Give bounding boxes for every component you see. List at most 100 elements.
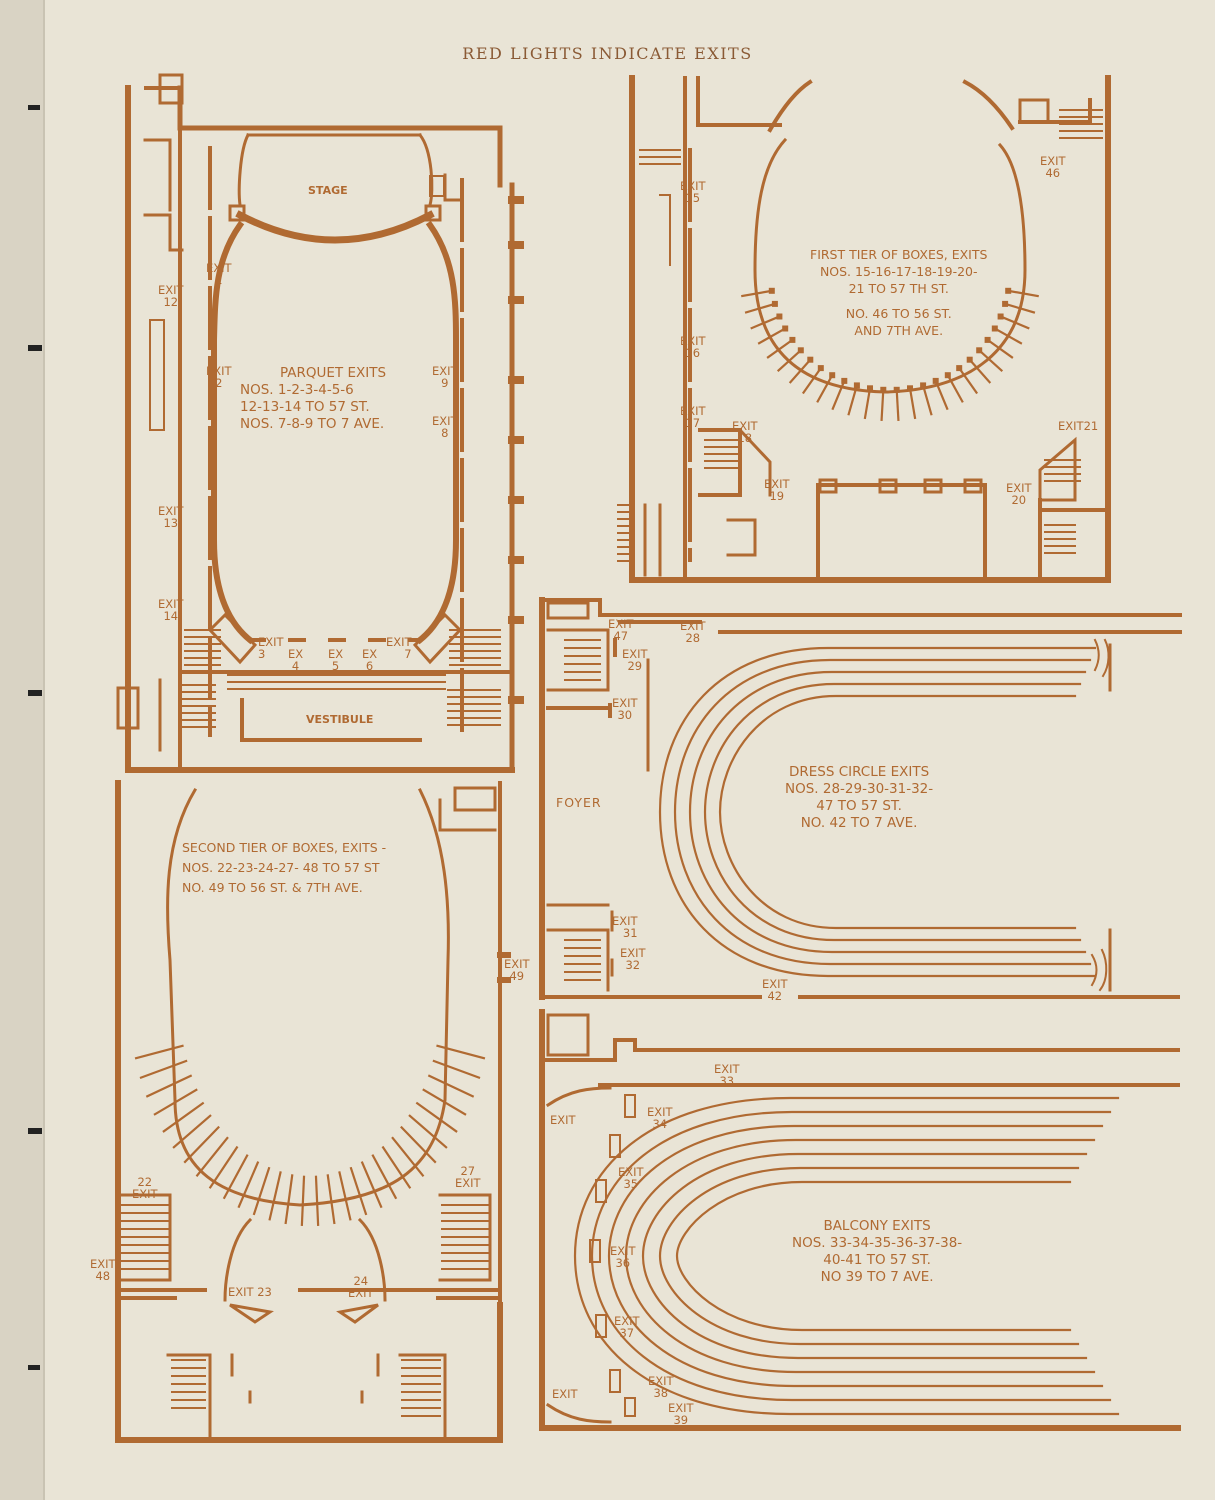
- box-seat: [976, 347, 983, 354]
- first-tier-box-partitions: [741, 287, 1039, 421]
- box-partition: [432, 1059, 481, 1080]
- balcony-rows: [573, 1096, 1120, 1416]
- box-seat: [920, 382, 927, 389]
- box-partition: [863, 387, 872, 420]
- dress-circle-line: 47 TO 57 ST.: [816, 798, 902, 814]
- box-partition: [816, 373, 834, 403]
- box-seat: [907, 385, 913, 392]
- box-partition: [999, 315, 1030, 330]
- box-partition: [408, 1114, 448, 1149]
- exit-marker: EXIT: [550, 1113, 576, 1127]
- box-partition: [831, 379, 846, 411]
- dress-circle-rows: [658, 646, 1097, 978]
- box-partition: [750, 315, 781, 330]
- balcony-line: NOS. 33-34-35-36-37-38-: [792, 1235, 963, 1251]
- balcony-plan: [539, 1009, 1181, 1431]
- box-seat: [966, 356, 973, 363]
- binding-strip: [0, 0, 44, 1500]
- box-partition: [162, 1101, 205, 1133]
- box-partition: [268, 1171, 282, 1221]
- balcony-heading: BALCONY EXITS: [823, 1218, 931, 1234]
- first-tier-line: AND 7TH AVE.: [854, 323, 944, 338]
- box-partition: [776, 348, 803, 372]
- box-partition: [847, 384, 859, 416]
- balcony-line: 40-41 TO 57 ST.: [823, 1252, 931, 1268]
- box-partition: [415, 1101, 458, 1133]
- box-partition: [360, 1161, 383, 1209]
- box-seat: [829, 372, 836, 379]
- parquet-plan: [116, 73, 524, 773]
- box-partition: [1003, 302, 1036, 314]
- box-partition: [801, 366, 823, 395]
- box-seat: [932, 377, 939, 384]
- box-partition: [381, 1145, 412, 1189]
- binding-hole: [28, 1128, 42, 1134]
- box-partition: [921, 384, 933, 416]
- box-partition: [222, 1154, 249, 1200]
- box-partition: [908, 387, 917, 420]
- box-seat: [771, 300, 778, 307]
- binding-hole: [28, 345, 42, 351]
- balcony-line: NO 39 TO 7 AVE.: [820, 1269, 934, 1285]
- box-partition: [134, 1044, 184, 1060]
- box-seat: [956, 365, 963, 372]
- box-partition: [183, 1125, 220, 1164]
- first-tier-line: NO. 46 TO 56 ST.: [845, 306, 952, 321]
- box-partition: [145, 1074, 193, 1098]
- page-title: RED LIGHTS INDICATE EXITS: [462, 44, 753, 63]
- box-partition: [757, 327, 787, 345]
- parquet-exits-note: PARQUET EXITS NOS. 1-2-3-4-5-6 12-13-14 …: [240, 365, 386, 433]
- box-seat: [807, 356, 814, 363]
- exit-marker: EXIT: [552, 1387, 578, 1401]
- dress-circle-plan: [539, 597, 1182, 1000]
- box-partition: [139, 1059, 188, 1080]
- box-seat: [782, 325, 789, 332]
- box-partition: [946, 373, 964, 403]
- box-partition: [436, 1044, 486, 1060]
- foyer-label: FOYER: [556, 795, 602, 810]
- box-partition: [300, 1175, 306, 1226]
- box-partition: [153, 1088, 198, 1116]
- box-partition: [237, 1161, 260, 1209]
- second-tier-exits-note: SECOND TIER OF BOXES, EXITS - NOS. 22-23…: [182, 838, 386, 898]
- box-seat: [997, 313, 1004, 320]
- box-seat: [776, 313, 783, 320]
- first-tier-heading: FIRST TIER OF BOXES, EXITS: [810, 247, 988, 262]
- first-tier-line: NOS. 15-16-17-18-19-20-: [819, 264, 978, 279]
- parquet-line: NOS. 1-2-3-4-5-6: [240, 382, 354, 398]
- box-seat: [1005, 287, 1012, 294]
- box-partition: [957, 366, 979, 395]
- parquet-heading: PARQUET EXITS: [280, 365, 387, 381]
- box-partition: [895, 388, 900, 421]
- vestibule-label: VESTIBULE: [306, 713, 374, 726]
- box-seat: [1002, 300, 1009, 307]
- box-partition: [427, 1074, 475, 1098]
- box-seat: [797, 347, 804, 354]
- box-seat: [817, 365, 824, 372]
- box-partition: [977, 348, 1004, 372]
- exit-marker: EXIT21: [1058, 419, 1099, 433]
- box-seat: [893, 386, 900, 393]
